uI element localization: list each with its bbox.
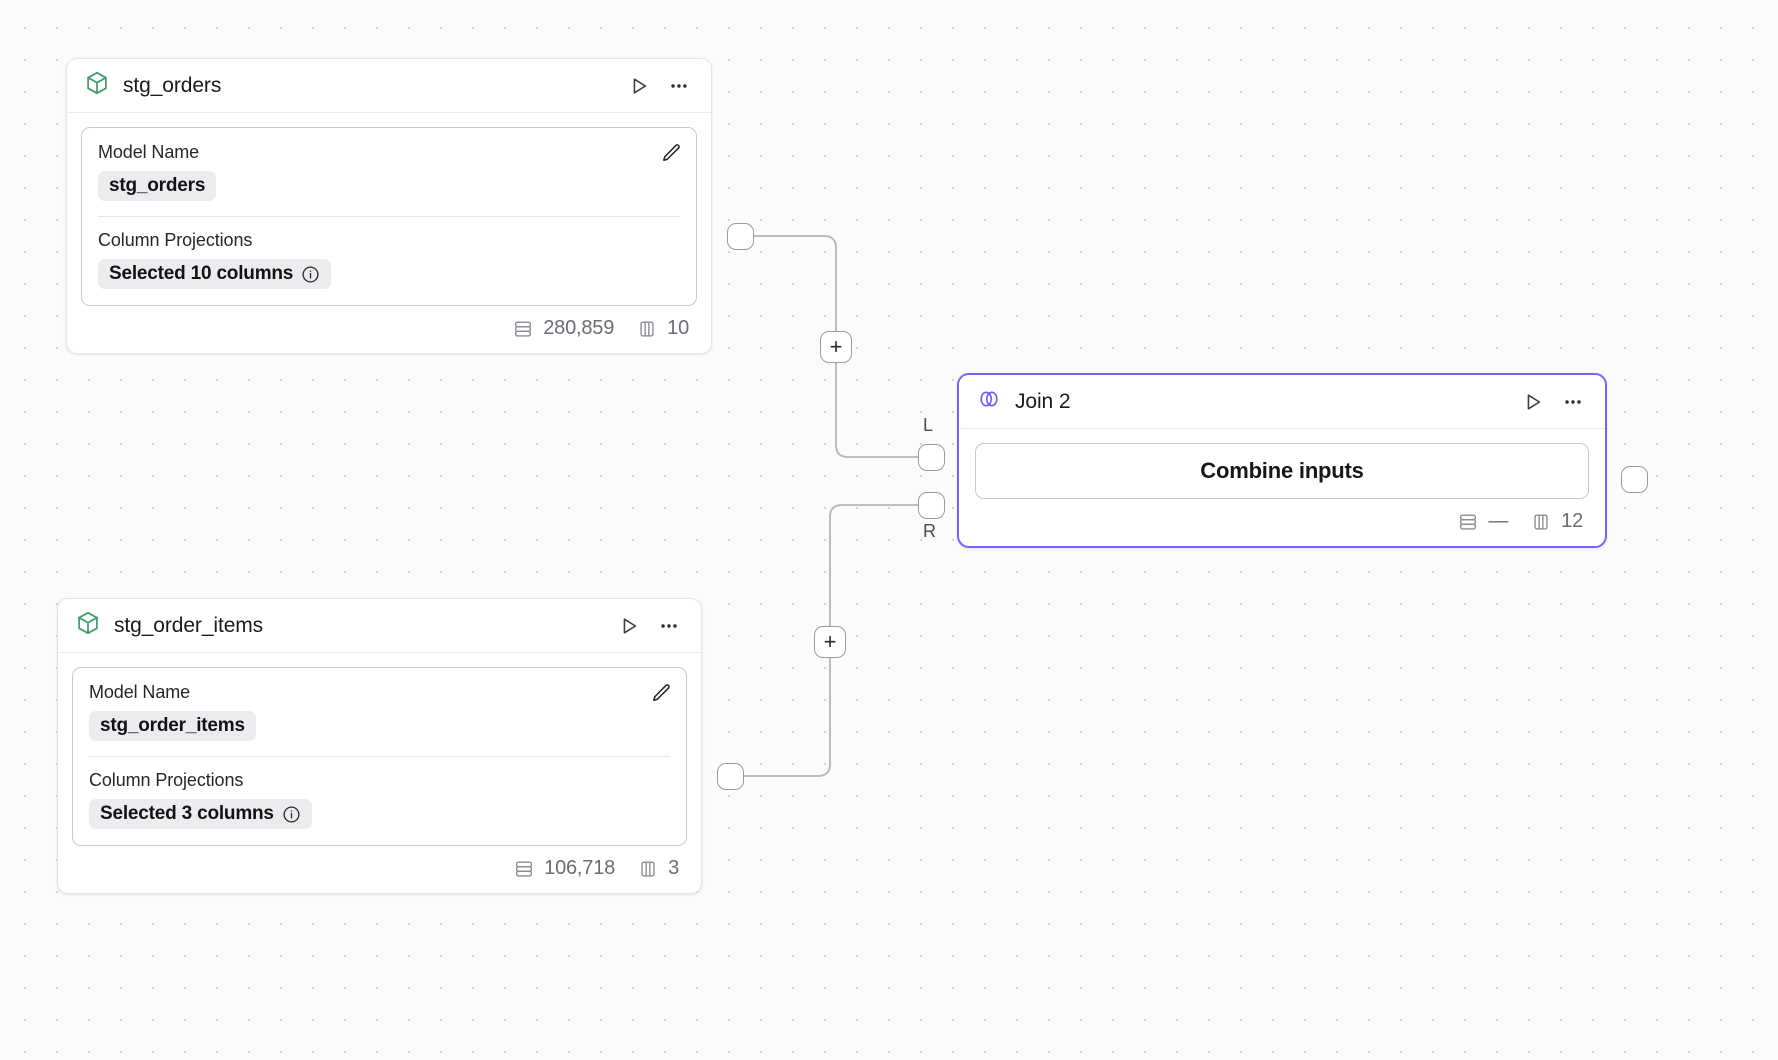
panel-divider — [98, 216, 680, 217]
rows-icon — [1457, 511, 1479, 533]
rows-icon — [513, 858, 535, 880]
columns-icon — [637, 858, 659, 880]
input-port-join-left[interactable] — [918, 444, 945, 471]
rows-count: 280,859 — [543, 317, 615, 339]
info-icon[interactable] — [301, 265, 320, 284]
pill-text: stg_order_items — [100, 715, 245, 736]
ellipsis-icon[interactable] — [1559, 388, 1587, 416]
pill-text: Selected 10 columns — [109, 263, 294, 284]
stat-columns: 10 — [636, 317, 689, 340]
play-icon[interactable] — [625, 72, 653, 100]
columns-count: 12 — [1561, 510, 1583, 532]
output-port-stg-orders[interactable] — [727, 223, 754, 250]
stat-columns: 12 — [1530, 510, 1583, 533]
field-value-model-name[interactable]: stg_orders — [98, 171, 217, 201]
cube-icon — [84, 70, 110, 101]
pencil-icon[interactable] — [649, 681, 673, 705]
field-label-column-projections: Column Projections — [98, 230, 253, 250]
pencil-icon[interactable] — [659, 141, 683, 165]
node-body: Combine inputs — [959, 429, 1605, 499]
columns-icon — [636, 318, 658, 340]
field-value-model-name[interactable]: stg_order_items — [89, 711, 256, 741]
info-icon[interactable] — [282, 805, 301, 824]
rows-count: 106,718 — [544, 857, 616, 879]
panel-divider — [89, 756, 670, 757]
field-value-column-projections[interactable]: Selected 10 columns — [98, 259, 332, 289]
node-stg-orders[interactable]: stg_orders Model Name — [66, 58, 712, 354]
pill-text: stg_orders — [109, 175, 206, 196]
field-label-model-name: Model Name — [98, 142, 200, 162]
rows-icon — [512, 318, 534, 340]
node-footer: 106,718 3 — [58, 846, 701, 893]
input-port-label-left: L — [923, 415, 934, 435]
node-body: Model Name stg_order_items Column Projec… — [58, 653, 701, 846]
stat-rows: 280,859 — [512, 317, 614, 340]
node-header[interactable]: Join 2 — [959, 375, 1605, 429]
field-label-column-projections: Column Projections — [89, 770, 244, 790]
node-join-2[interactable]: Join 2 Combine inputs — [957, 373, 1607, 548]
cube-icon — [75, 610, 101, 641]
detail-panel[interactable]: Model Name stg_orders Column Projections… — [81, 127, 697, 306]
play-icon[interactable] — [615, 612, 643, 640]
columns-count: 3 — [668, 857, 679, 879]
node-title: stg_orders — [123, 73, 222, 97]
input-port-join-right[interactable] — [918, 492, 945, 519]
join-circles-icon — [976, 386, 1002, 417]
ellipsis-icon[interactable] — [665, 72, 693, 100]
node-footer: 280,859 10 — [67, 306, 711, 353]
node-title: Join 2 — [1015, 389, 1071, 413]
field-value-column-projections[interactable]: Selected 3 columns — [89, 799, 312, 829]
edge-add-button-top[interactable]: + — [820, 331, 852, 363]
pill-text: Selected 3 columns — [100, 803, 274, 824]
node-title: stg_order_items — [114, 613, 264, 637]
node-body: Model Name stg_orders Column Projections… — [67, 113, 711, 306]
ellipsis-icon[interactable] — [655, 612, 683, 640]
detail-panel[interactable]: Model Name stg_order_items Column Projec… — [72, 667, 687, 846]
columns-icon — [1530, 511, 1552, 533]
output-port-join-2[interactable] — [1621, 466, 1648, 493]
play-icon[interactable] — [1519, 388, 1547, 416]
node-stg-order-items[interactable]: stg_order_items Model Name — [57, 598, 702, 894]
node-header[interactable]: stg_orders — [67, 59, 711, 113]
combine-inputs-button[interactable]: Combine inputs — [975, 443, 1589, 499]
node-header[interactable]: stg_order_items — [58, 599, 701, 653]
columns-count: 10 — [667, 317, 689, 339]
stat-rows: 106,718 — [513, 857, 615, 880]
edge-add-button-bottom[interactable]: + — [814, 626, 846, 658]
input-port-label-right: R — [923, 521, 936, 541]
rows-count: — — [1488, 510, 1509, 532]
output-port-stg-order-items[interactable] — [717, 763, 744, 790]
field-label-model-name: Model Name — [89, 682, 191, 702]
stat-rows: — — [1457, 510, 1508, 533]
stat-columns: 3 — [637, 857, 679, 880]
node-footer: — 12 — [959, 499, 1605, 546]
